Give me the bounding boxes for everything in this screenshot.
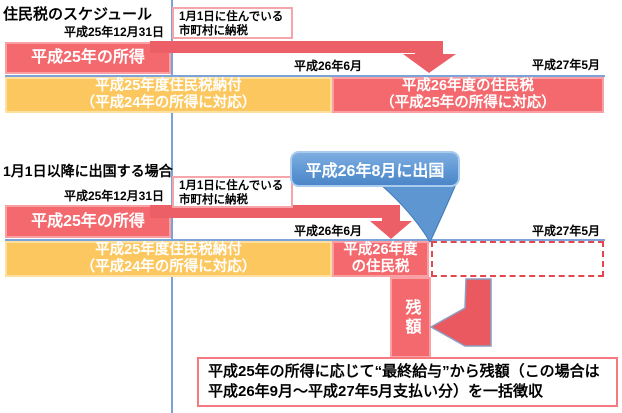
tax-line2: の住民税 [351,259,410,275]
departure-callout: 平成26年8月に出国 [290,151,460,187]
bottom-note-line1: 平成25年の所得に応じて“最終給与”から残額（この場合は [208,363,600,380]
income-bar-label: 平成25年の所得 [31,212,145,230]
timeline-axis-section1 [5,75,605,77]
payment-line1: 平成25年度住民税納付 [95,241,242,258]
note-line1: 1月1日に住んでいる [179,11,284,23]
income-bar-h25-section2: 平成25年の所得 [5,205,171,238]
tick-label-may2015-section1: 平成27年5月 [531,58,601,72]
payment-line1: 平成25年度住民税納付 [95,77,242,94]
income-to-tax-arrow-section2 [150,205,412,239]
remainder-label: 残額 [402,298,420,337]
remainder-elbow-arrow [429,278,492,347]
payment-bar-text: 平成25年度住民税納付 （平成24年の所得に対応） [81,78,257,113]
income-bar-label: 平成25年の所得 [31,49,145,67]
payment-line2: （平成24年の所得に対応） [80,259,257,275]
lump-sum-collection-note-box: 平成25年の所得に応じて“最終給与”から残額（この場合は 平成26年9月～平成2… [197,357,618,407]
tick-label-jun2014-section1: 平成26年6月 [293,59,363,73]
tax-bar-text: 平成26年度 の住民税 [343,242,417,277]
note-line1: 1月1日に住んでいる [179,180,284,192]
page-title: 住民税のスケジュール [3,6,152,23]
departure-callout-label: 平成26年8月に出国 [305,163,445,180]
income-bar-h25-section1: 平成25年の所得 [5,42,171,74]
jan1-tax-note-box-section1: 1月1日に住んでいる 市町村に納税 [172,7,293,39]
callout-tail [378,183,457,244]
tick-label-may2015-section2: 平成27年5月 [531,224,601,238]
note-line2: 市町村に納税 [179,25,248,38]
uncollected-tax-dashed-box [431,241,604,277]
tax-line1: 平成26年度の住民税 [401,77,535,94]
h25-tax-payment-bar-section1: 平成25年度住民税納付 （平成24年の所得に対応） [5,77,332,113]
remainder-bar: 残額 [390,277,431,358]
timeline-axis-section2 [5,239,605,241]
date-label-dec31-section2: 平成25年12月31日 [63,189,164,203]
tax-line2: （平成25年の所得に対応） [380,95,556,111]
h26-resident-tax-bar-section1: 平成26年度の住民税 （平成25年の所得に対応） [332,77,604,113]
payment-bar-text: 平成25年度住民税納付 （平成24年の所得に対応） [81,242,257,277]
date-label-dec31-section1: 平成25年12月31日 [63,25,164,39]
h26-resident-tax-bar-section2: 平成26年度 の住民税 [332,241,429,277]
section2-heading: 1月1日以降に出国する場合 [3,163,173,179]
note-line2: 市町村に納税 [179,194,248,207]
tax-line1: 平成26年度 [343,241,418,258]
payment-line2: （平成24年の所得に対応） [80,95,257,111]
h25-tax-payment-bar-section2: 平成25年度住民税納付 （平成24年の所得に対応） [5,241,332,277]
bottom-note-line2: 平成26年9月～平成27年5月支払い分）を一括徴収 [208,383,544,401]
jan1-tax-note-box-section2: 1月1日に住んでいる 市町村に納税 [172,176,293,208]
tax-bar-text: 平成26年度の住民税 （平成25年の所得に対応） [380,78,556,113]
tick-label-jun2014-section2: 平成26年6月 [293,224,363,238]
